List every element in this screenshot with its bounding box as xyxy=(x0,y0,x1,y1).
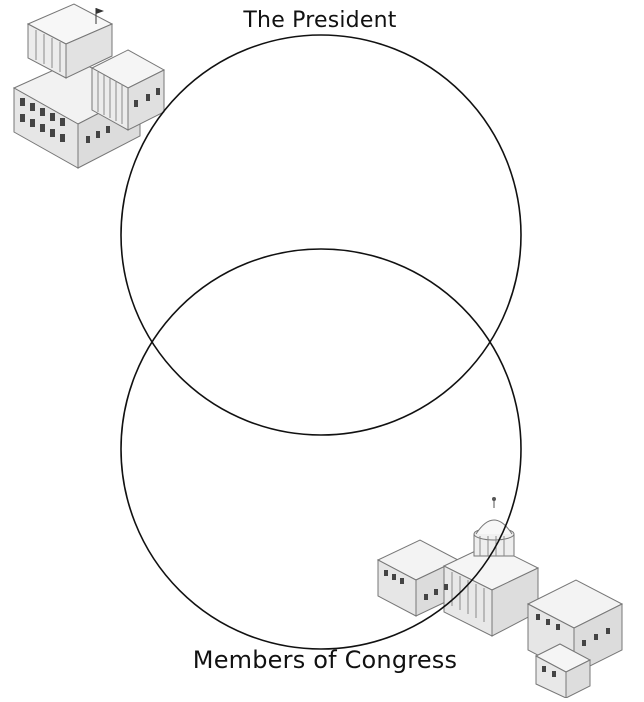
venn-label-president: The President xyxy=(220,8,420,33)
venn-label-congress: Members of Congress xyxy=(180,646,470,674)
venn-circle-president xyxy=(121,35,521,435)
white-house-icon xyxy=(14,4,164,168)
